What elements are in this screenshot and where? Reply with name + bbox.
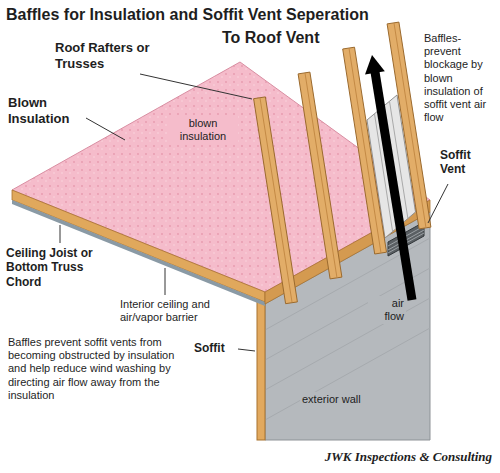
- part-label: Blown Insulation: [8, 95, 90, 126]
- part-label: exterior wall: [300, 392, 404, 407]
- caption: JWK Inspections & Consulting: [325, 449, 492, 465]
- rafters: [254, 22, 431, 304]
- part-label: Interior ceiling and air/vapor barrier: [120, 298, 232, 324]
- flow-label: To Roof Vent: [222, 28, 334, 47]
- part-label: Soffit Vent: [440, 148, 496, 177]
- part-label: blown insulation: [168, 116, 238, 144]
- airflow-arrowhead: [365, 55, 385, 74]
- leader-lines: [60, 74, 448, 351]
- part-label: Roof Rafters or Trusses: [55, 40, 165, 71]
- callout-note: Baffles- prevent blockage by blown insul…: [424, 32, 496, 124]
- flow-label: air flow: [368, 296, 406, 324]
- airflow-arrow: [375, 72, 412, 300]
- part-label: Ceiling Joist or Bottom Truss Chord: [6, 246, 114, 289]
- explanatory-note: Baffles prevent soffit vents from becomi…: [8, 336, 186, 402]
- diagram-title: Baffles for Insulation and Soffit Vent S…: [6, 5, 494, 24]
- rafter-grain: [260, 23, 426, 302]
- soffit-board: [257, 300, 265, 440]
- part-label: Soffit: [194, 341, 238, 355]
